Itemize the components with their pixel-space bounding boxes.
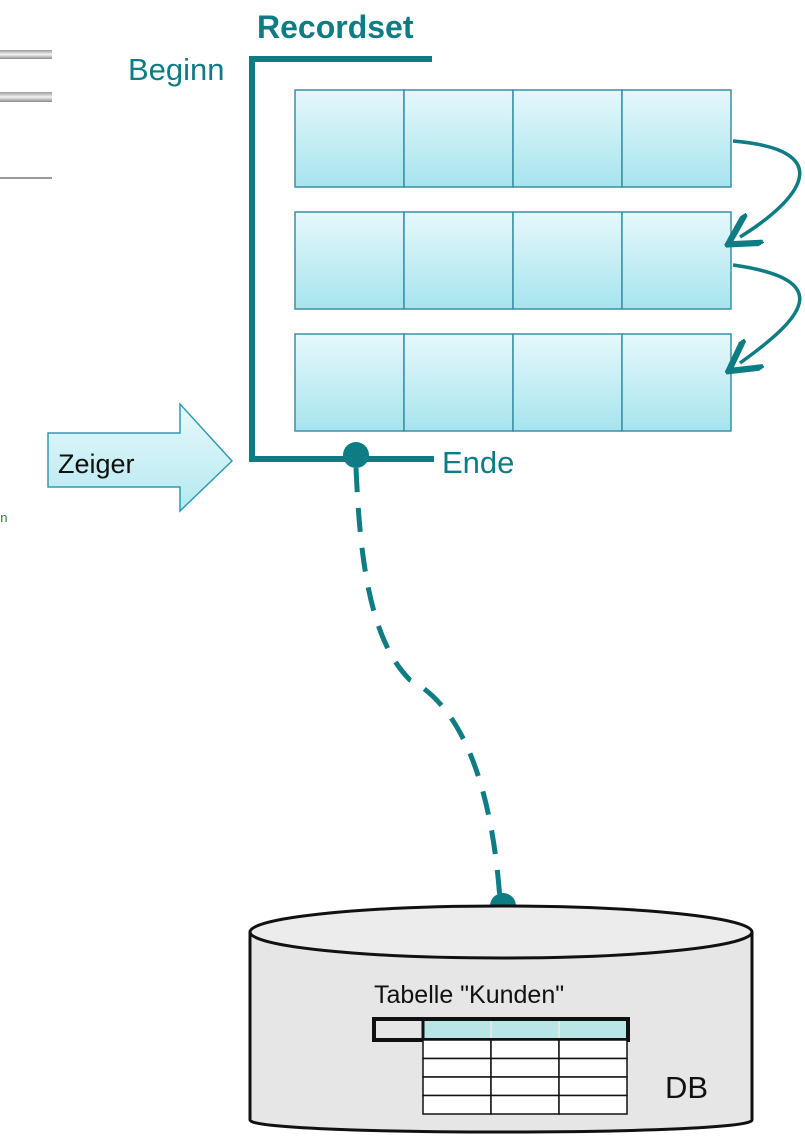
database-cylinder: Tabelle "Kunden" DB [248,904,754,1134]
table-header-cell [424,1021,490,1038]
table-label: Tabelle "Kunden" [374,981,564,1009]
record-cell [512,211,623,310]
table-cell [558,1057,628,1078]
pointer-arrow: Zeiger [47,402,234,513]
pointer-label: Zeiger [58,449,135,479]
table-cell [490,1057,560,1078]
record-cell [621,333,732,432]
record-row [294,89,732,188]
record-cell [294,89,405,188]
record-rows [294,89,732,432]
table-cell [558,1039,628,1060]
record-row [294,211,732,310]
record-cell [621,89,732,188]
table-cell [422,1039,492,1060]
next-arrow-2 [733,263,802,363]
recordset-bracket [249,56,434,462]
record-cell [403,89,514,188]
table-header-cell [492,1021,558,1038]
fragment-bar-2 [0,92,52,102]
record-row [294,333,732,432]
record-cell [621,211,732,310]
cursor-node [343,442,369,468]
next-arrow-1 [733,139,802,237]
record-cell [512,333,623,432]
table-cell [490,1076,560,1097]
record-cell [403,333,514,432]
end-label: Ende [442,445,514,480]
fragment-bar-1 [0,50,52,59]
fragment-line [0,177,52,179]
kunden-table-icon [372,1017,630,1115]
table-cell [558,1094,628,1115]
connection-line [353,467,503,901]
record-cell [294,333,405,432]
table-cell [490,1094,560,1115]
record-cell [294,211,405,310]
recordset-title: Recordset [257,9,414,45]
table-cell [422,1057,492,1078]
begin-label: Beginn [128,52,225,87]
table-cell [422,1076,492,1097]
record-cell [512,89,623,188]
db-label: DB [665,1070,708,1105]
table-header-cell [560,1021,626,1038]
fragment-text: n [0,511,8,526]
record-cell [403,211,514,310]
table-cell [422,1094,492,1115]
table-cell [558,1076,628,1097]
table-cell [490,1039,560,1060]
background-fragments: n [0,50,52,526]
